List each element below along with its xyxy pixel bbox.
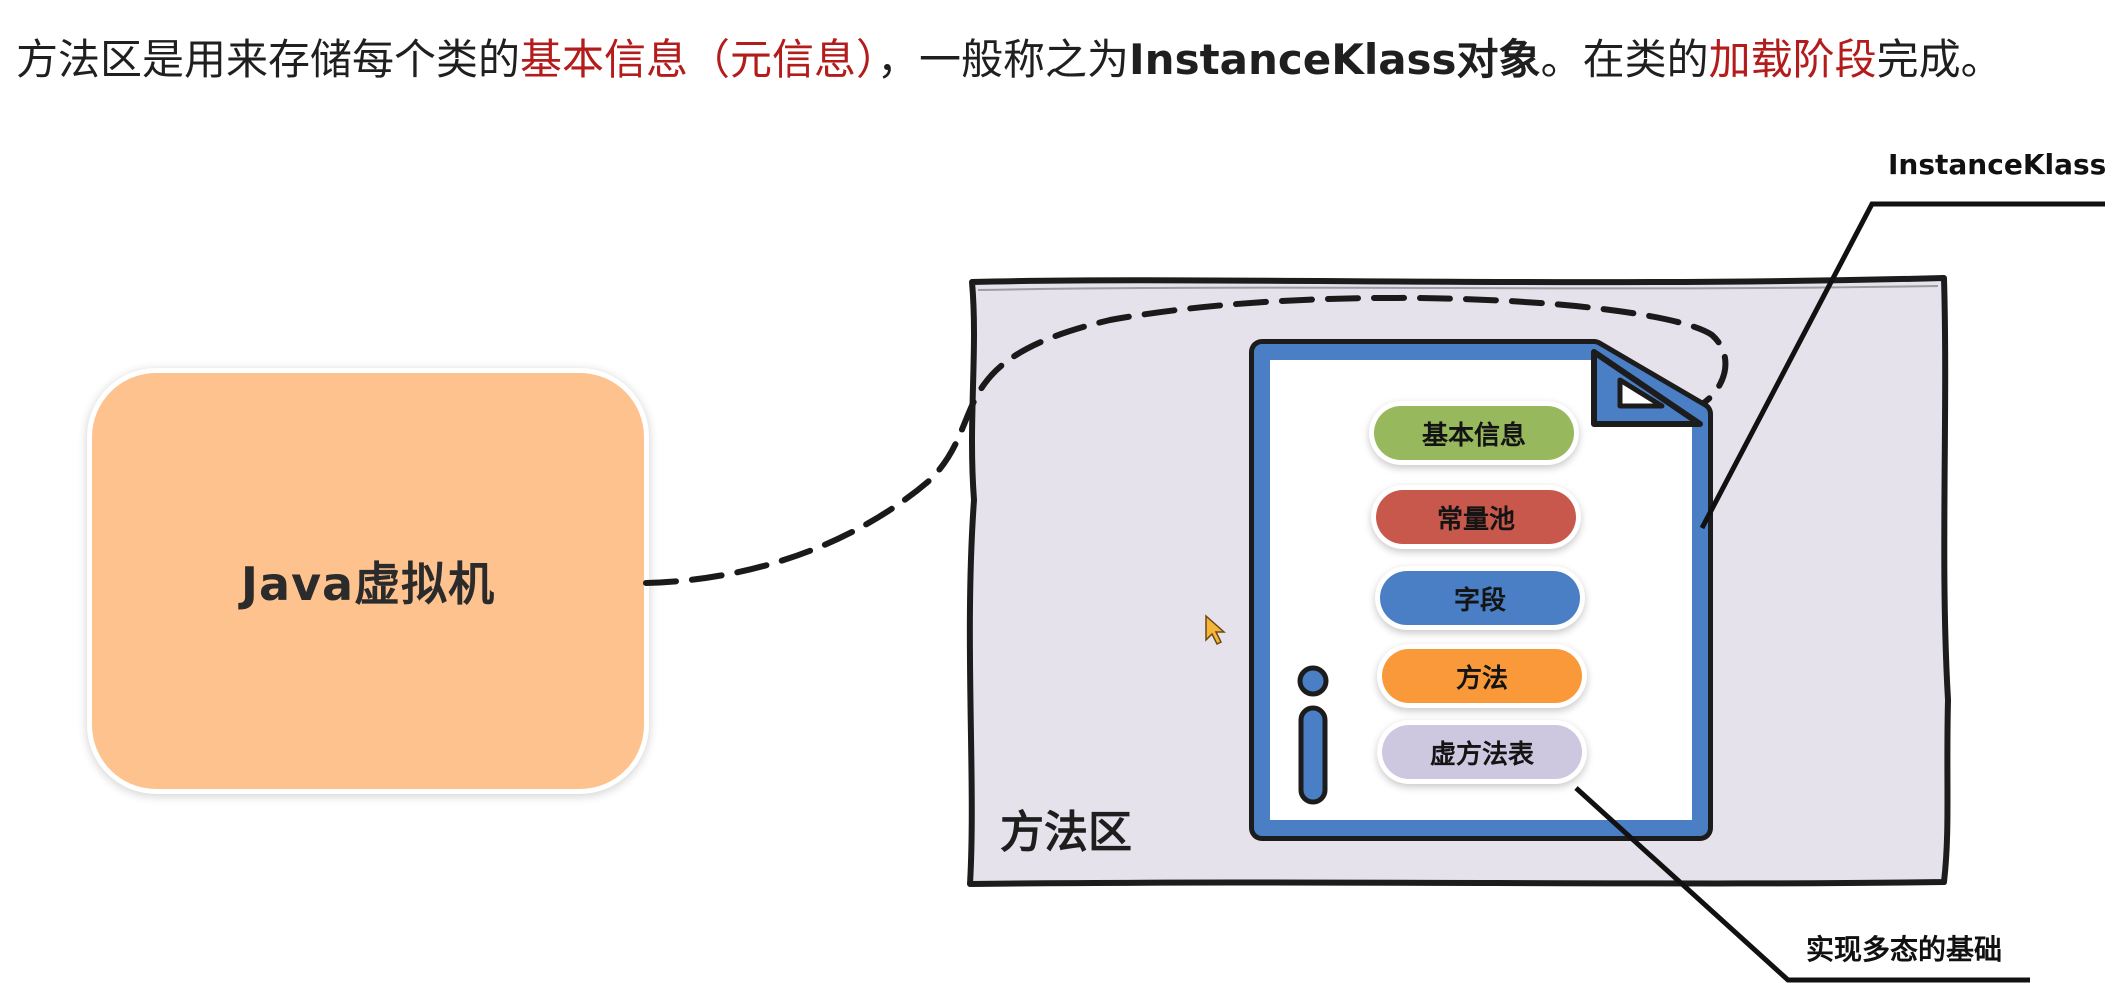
pill-methods: 方法 — [1382, 649, 1582, 703]
method-area-label: 方法区 — [1000, 807, 1132, 858]
heading-text-4: 完成。 — [1876, 35, 2003, 84]
pill-constant-pool: 常量池 — [1376, 490, 1576, 544]
jvm-label: Java虚拟机 — [240, 557, 496, 611]
pill-basic-info: 基本信息 — [1374, 406, 1574, 460]
heading-text-3: 。在类的 — [1540, 35, 1709, 84]
instanceklass-callout-line — [1699, 201, 2105, 530]
jvm-box: Java虚拟机 — [92, 373, 644, 789]
mouse-cursor-icon — [1205, 614, 1226, 646]
heading-instanceklass: InstanceKlass对象 — [1129, 35, 1541, 84]
page-heading: 方法区是用来存储每个类的基本信息（元信息），一般称之为InstanceKlass… — [16, 30, 2003, 90]
vtable-callout-line — [1574, 786, 2030, 983]
vtable-callout-label: 实现多态的基础 — [1806, 933, 2003, 966]
method-area-panel-sketch-line — [977, 285, 1939, 291]
pill-virtual-method-table: 虚方法表 — [1382, 725, 1582, 779]
heading-highlight-loading-phase: 加载阶段 — [1708, 35, 1877, 84]
heading-text-1: 方法区是用来存储每个类的 — [16, 35, 521, 84]
jvm-connector-dashed-line — [643, 294, 1729, 586]
instanceklass-callout-label: InstanceKlass — [1888, 148, 2107, 181]
heading-text-2: ，一般称之为 — [877, 35, 1130, 84]
heading-highlight-basic-info: 基本信息（元信息） — [520, 35, 878, 84]
info-icon — [1297, 665, 1329, 805]
pill-fields: 字段 — [1380, 571, 1580, 625]
